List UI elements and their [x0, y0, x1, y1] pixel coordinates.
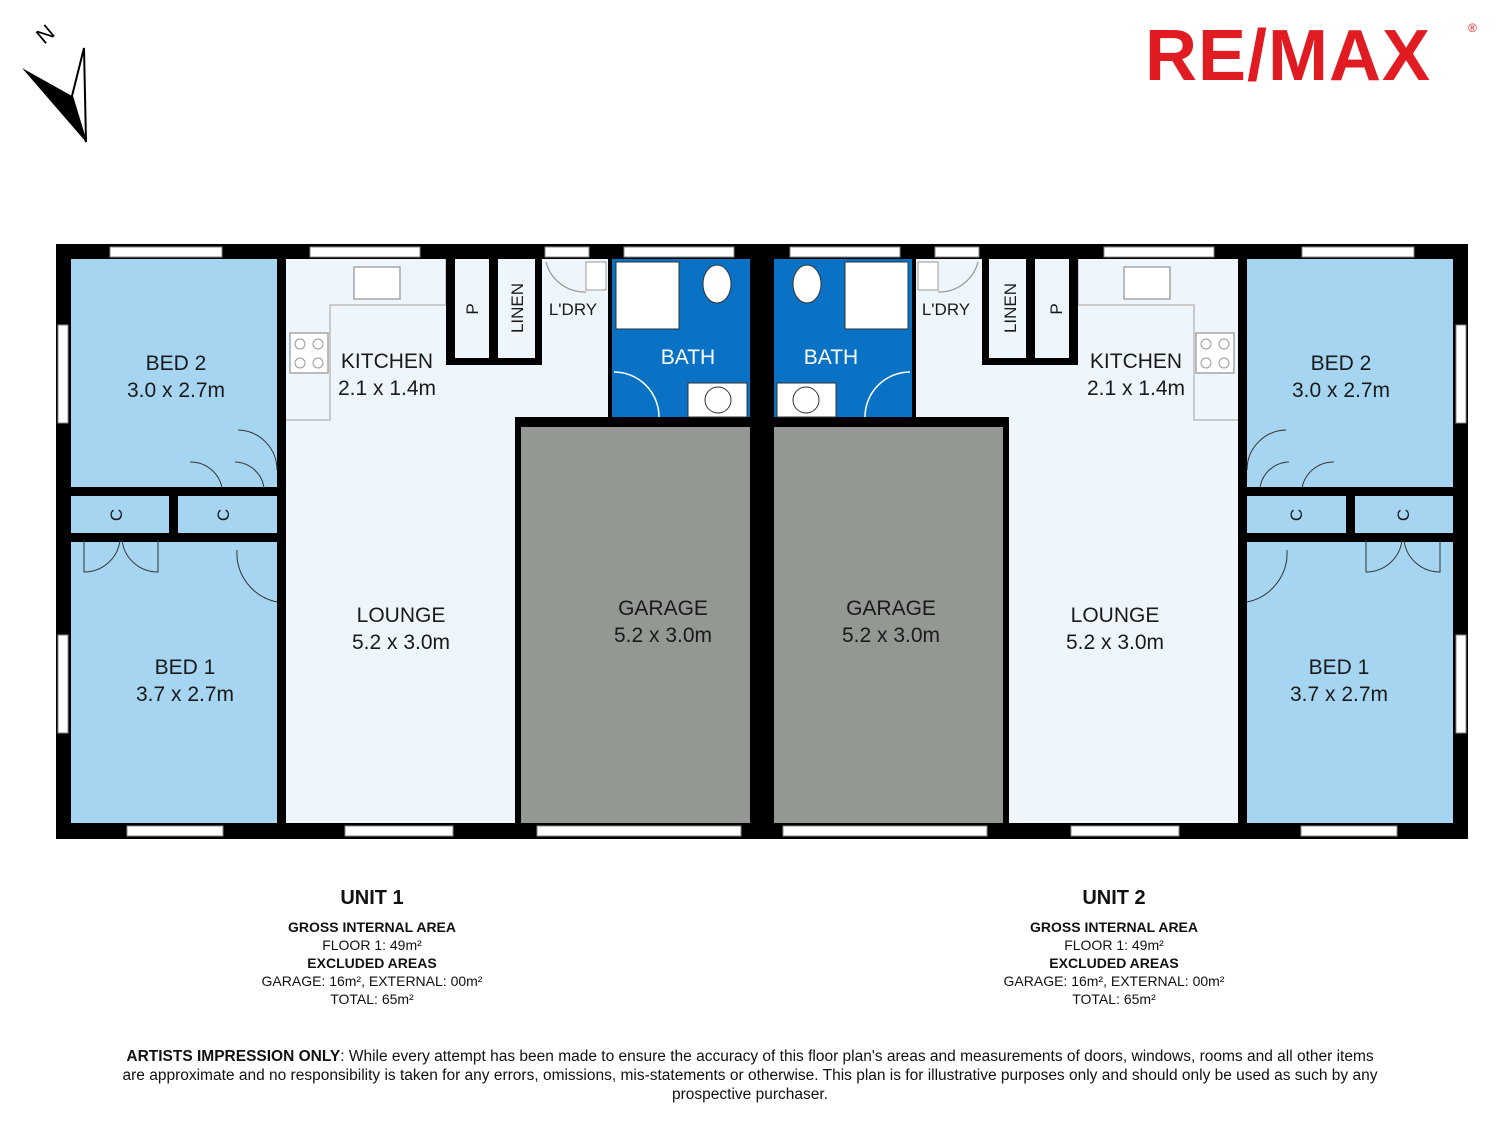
- unit-1-summary: UNIT 1 GROSS INTERNAL AREA FLOOR 1: 49m²…: [162, 887, 582, 1008]
- garage-size: 5.2 x 3.0m: [842, 624, 940, 647]
- bed1-size: 3.7 x 2.7m: [1290, 683, 1388, 706]
- registered-mark: ®: [1468, 21, 1477, 35]
- unit-title: UNIT 2: [1082, 887, 1146, 909]
- garage-size: 5.2 x 3.0m: [614, 624, 712, 647]
- unit-2-summary: UNIT 2 GROSS INTERNAL AREA FLOOR 1: 49m²…: [904, 887, 1324, 1008]
- gia-label: GROSS INTERNAL AREA: [287, 919, 456, 935]
- gia-label: GROSS INTERNAL AREA: [1029, 919, 1198, 935]
- bed1-room: [71, 542, 277, 823]
- linen: [498, 259, 535, 358]
- cupboard-label: C: [214, 509, 233, 521]
- laundry-label: L'DRY: [549, 300, 597, 319]
- disclaimer-text: : While every attempt has been made to e…: [122, 1048, 1378, 1103]
- excluded-areas: GARAGE: 16m², EXTERNAL: 00m²: [261, 973, 483, 989]
- north-label: N: [31, 19, 59, 48]
- wardrobe: [71, 496, 169, 533]
- garage-label: GARAGE: [618, 597, 708, 620]
- total-area: TOTAL: 65m²: [330, 991, 414, 1007]
- north-arrow-icon: N: [22, 19, 87, 143]
- kitchen-label: KITCHEN: [341, 350, 433, 373]
- remax-logo: RE/MAX ®: [1145, 16, 1477, 89]
- bed1-label: BED 1: [1309, 656, 1370, 679]
- unit-2-plan: [774, 246, 1467, 837]
- pantry: [455, 259, 489, 358]
- remax-logo-text: RE/MAX: [1145, 16, 1431, 89]
- lounge-size: 5.2 x 3.0m: [352, 631, 450, 654]
- total-area: TOTAL: 65m²: [1072, 991, 1156, 1007]
- cupboard-label: C: [1394, 509, 1413, 521]
- laundry-label: L'DRY: [922, 300, 970, 319]
- pantry-label: P: [1047, 303, 1066, 314]
- unit-1-plan: [57, 246, 750, 837]
- wardrobe: [178, 496, 277, 533]
- floor-area: FLOOR 1: 49m²: [1064, 937, 1164, 953]
- excluded-label: EXCLUDED AREAS: [1049, 955, 1179, 971]
- bed2-size: 3.0 x 2.7m: [127, 379, 225, 402]
- bed2-room: [71, 259, 277, 487]
- kitchen-size: 2.1 x 1.4m: [1087, 377, 1185, 400]
- cupboard-label: C: [1287, 509, 1306, 521]
- garage-label: GARAGE: [846, 597, 936, 620]
- cupboard-label: C: [107, 509, 126, 521]
- excluded-label: EXCLUDED AREAS: [307, 955, 437, 971]
- linen-label: LINEN: [1001, 283, 1020, 333]
- linen-label: LINEN: [508, 283, 527, 333]
- bed2-label: BED 2: [1311, 352, 1372, 375]
- lounge-size: 5.2 x 3.0m: [1066, 631, 1164, 654]
- excluded-areas: GARAGE: 16m², EXTERNAL: 00m²: [1003, 973, 1225, 989]
- bath-label: BATH: [804, 346, 858, 369]
- kitchen-size: 2.1 x 1.4m: [338, 377, 436, 400]
- bed2-label: BED 2: [146, 352, 207, 375]
- bed1-size: 3.7 x 2.7m: [136, 683, 234, 706]
- lounge-label: LOUNGE: [1071, 604, 1160, 627]
- bed1-label: BED 1: [155, 656, 216, 679]
- kitchen-label: KITCHEN: [1090, 350, 1182, 373]
- bath-label: BATH: [661, 346, 715, 369]
- disclaimer-heading: ARTISTS IMPRESSION ONLY: [126, 1048, 341, 1065]
- unit-title: UNIT 1: [340, 887, 404, 909]
- floor-area: FLOOR 1: 49m²: [322, 937, 422, 953]
- lounge-label: LOUNGE: [357, 604, 446, 627]
- bed2-size: 3.0 x 2.7m: [1292, 379, 1390, 402]
- disclaimer: ARTISTS IMPRESSION ONLY: While every att…: [120, 1047, 1380, 1104]
- pantry-label: P: [463, 303, 482, 314]
- garage-room: [521, 427, 750, 823]
